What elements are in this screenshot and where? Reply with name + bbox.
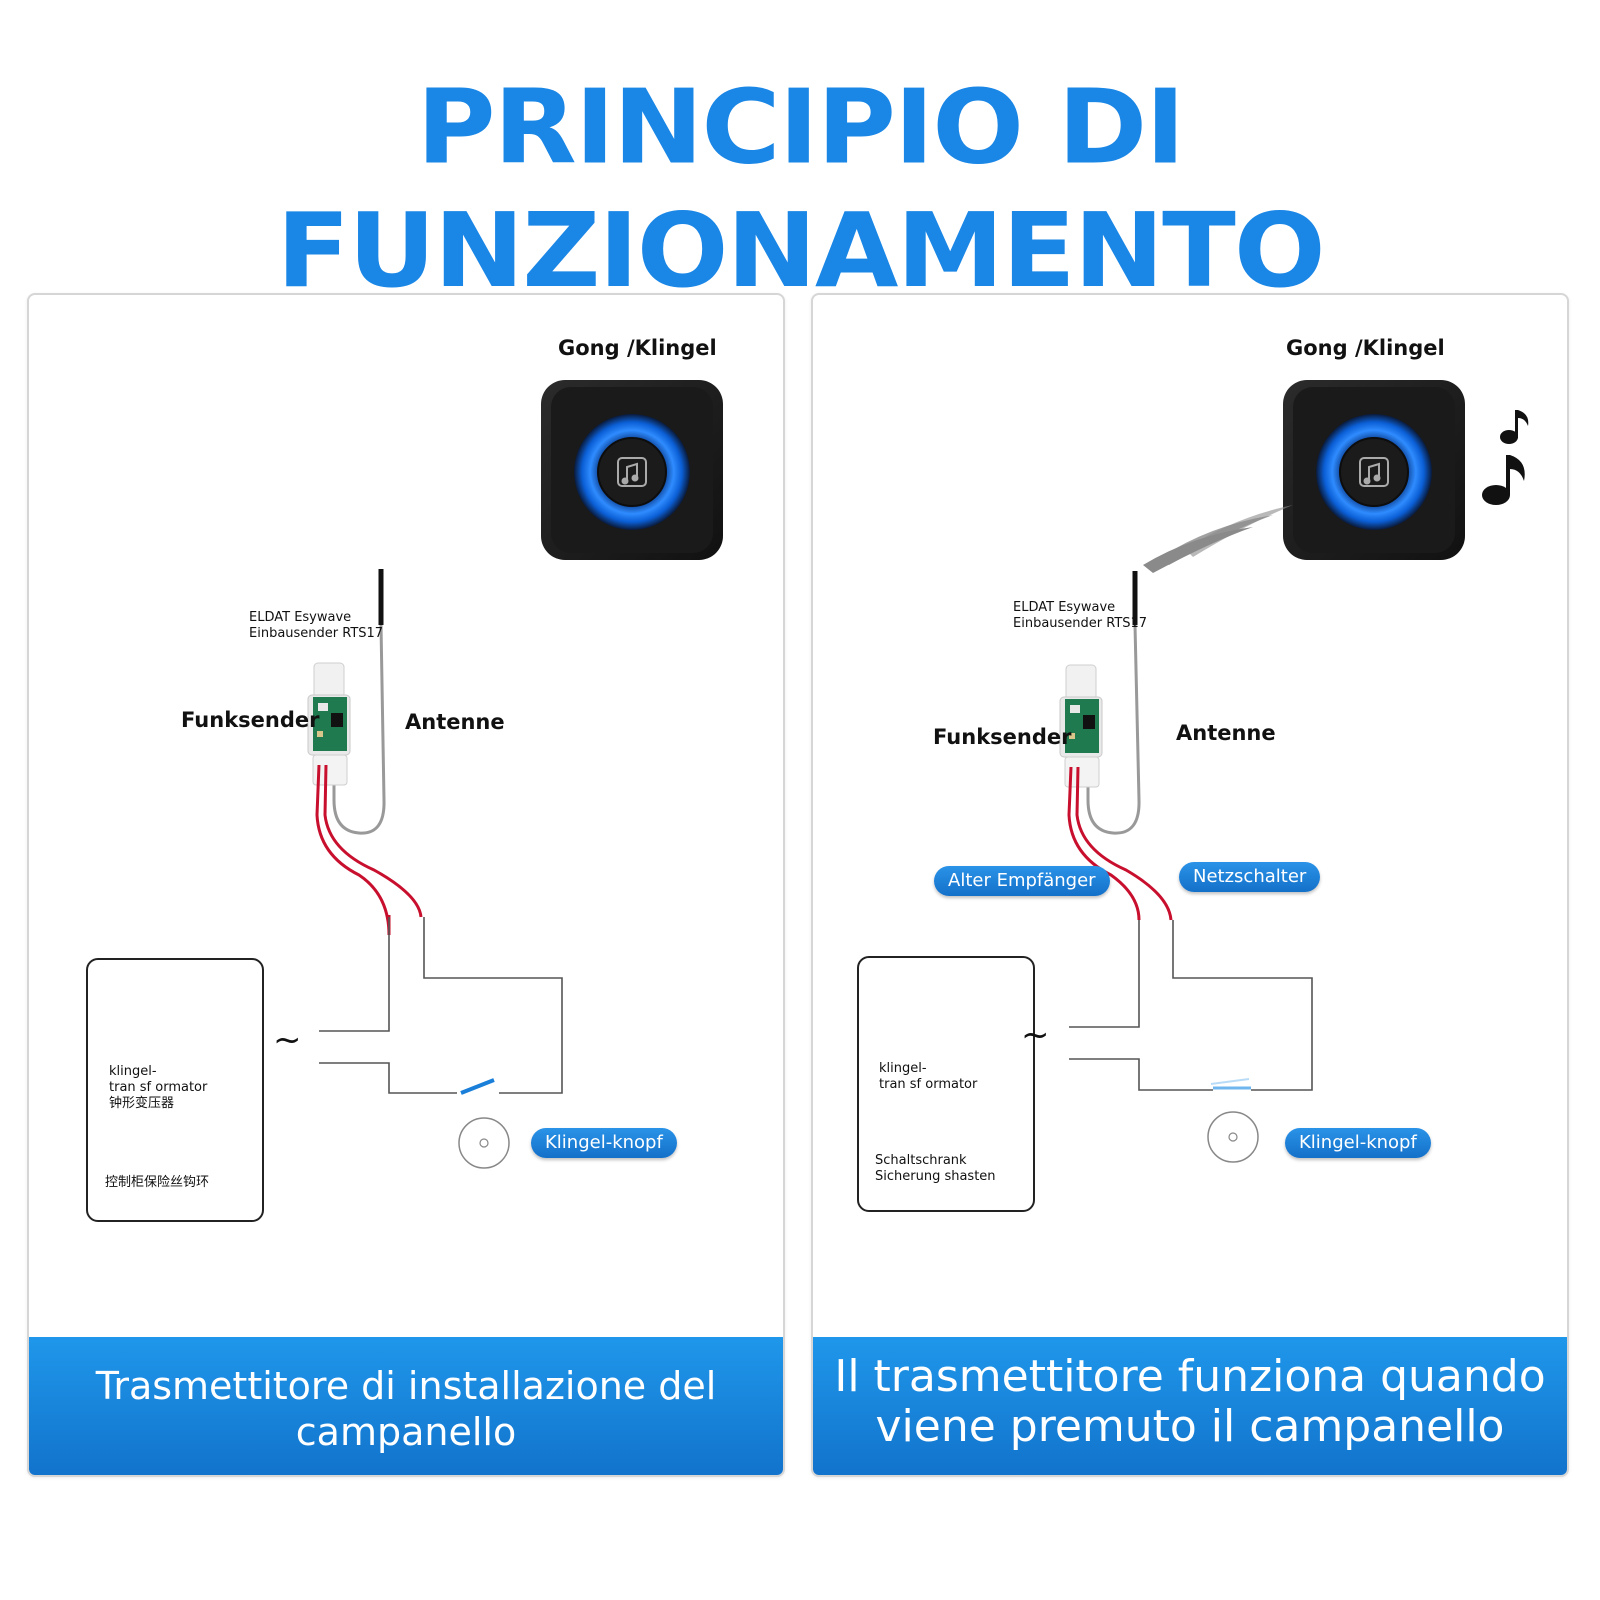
- trafo-label-line3: 钟形变压器: [109, 1096, 175, 1111]
- transmitter-label-line2: Einbausender RTS17: [249, 626, 384, 641]
- funksender-label: Funksender: [181, 708, 320, 732]
- gong-device: [541, 380, 723, 560]
- doorbell-button: [458, 1117, 510, 1169]
- red-wires: [315, 764, 423, 936]
- circuit-wiring: [319, 917, 563, 1094]
- klingel-knopf-badge: Klingel-knopf: [1285, 1128, 1431, 1158]
- installation-diagram: [105, 380, 723, 1169]
- netzschalter-badge: Netzschalter: [1179, 862, 1321, 892]
- caption-text: Il trasmettitore funziona quando viene p…: [834, 1351, 1546, 1452]
- radio-waves-icon: [1143, 505, 1293, 573]
- trafo-label-line2: tran sf ormator: [109, 1080, 208, 1095]
- transmitter-module: [1059, 664, 1103, 788]
- trafo-label-line1: klingel-: [879, 1061, 927, 1076]
- antenna: [1086, 571, 1141, 835]
- caption-text: Trasmettitore di installazione del campa…: [95, 1364, 717, 1454]
- trafo-label-line2: tran sf ormator: [879, 1077, 978, 1092]
- gong-label: Gong /Klingel: [1286, 336, 1445, 360]
- transformer-cabinet: [857, 956, 1035, 1212]
- gong-device: [1283, 380, 1465, 560]
- caption-installation: Trasmettitore di installazione del campa…: [29, 1337, 783, 1475]
- cabinet-label-line2: Sicherung shasten: [875, 1169, 996, 1184]
- circuit-wiring: [1069, 920, 1313, 1091]
- antenne-label: Antenne: [1176, 721, 1276, 745]
- trafo-label-line1: klingel-: [109, 1064, 157, 1079]
- antenna: [332, 569, 386, 835]
- caption-operation: Il trasmettitore funziona quando viene p…: [813, 1337, 1567, 1475]
- ac-symbol: ~: [273, 1020, 302, 1060]
- music-note-icon: [617, 457, 647, 487]
- transformer-cabinet: [86, 958, 264, 1222]
- page-title: PRINCIPIO DI FUNZIONAMENTO: [276, 68, 1325, 311]
- klingel-knopf-badge: Klingel-knopf: [531, 1128, 677, 1158]
- red-wires: [1067, 766, 1173, 921]
- transmitter-label-line1: ELDAT Esywave: [249, 610, 352, 625]
- antenne-label: Antenne: [405, 710, 505, 734]
- panel-operation: Gong /Klingel ELDAT Esywave Einbausender…: [811, 293, 1569, 1477]
- cabinet-label-line1: Schaltschrank: [875, 1153, 967, 1168]
- doorbell-button: [1207, 1111, 1259, 1163]
- funksender-label: Funksender: [933, 725, 1072, 749]
- transmitter-module: [307, 662, 351, 786]
- alter-empfaenger-badge: Alter Empfänger: [934, 866, 1110, 896]
- transmitter-label-line2: Einbausender RTS17: [1013, 616, 1148, 631]
- transmitter-label-line1: ELDAT Esywave: [1013, 600, 1116, 615]
- gong-label: Gong /Klingel: [558, 336, 717, 360]
- switch-contact-closed-shadow: [1210, 1078, 1250, 1085]
- sound-notes-icon: [1482, 410, 1529, 505]
- switch-contact: [460, 1078, 495, 1095]
- panel-installation: Gong /Klingel ELDAT Esywave Einbausender…: [27, 293, 785, 1477]
- ac-symbol: ~: [1021, 1015, 1050, 1055]
- music-note-icon: [1359, 457, 1389, 487]
- cabinet-label: 控制柜保险丝钩环: [105, 1175, 210, 1190]
- operation-diagram: [873, 380, 1529, 1163]
